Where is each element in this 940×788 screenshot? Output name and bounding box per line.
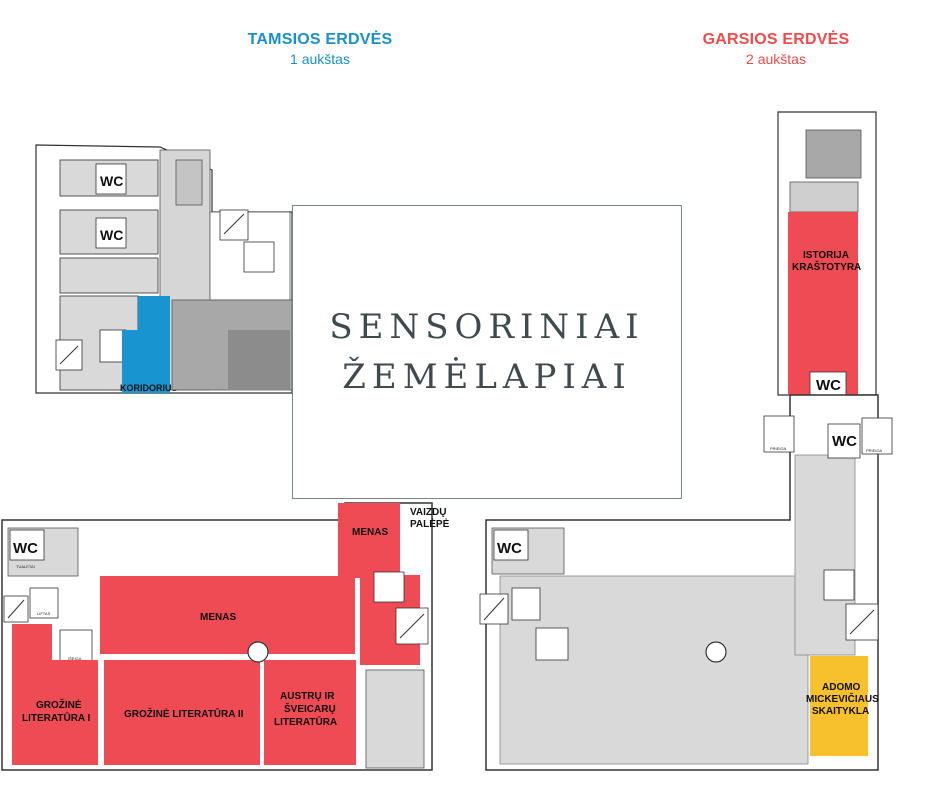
prieiga-label-1: PRIEIGA (770, 446, 787, 451)
grozine1-upper (12, 624, 52, 664)
loud-left-stairs-line-2 (399, 613, 425, 639)
loud-left-liftas: LIFTAS (37, 611, 51, 616)
loud-left-lift (29, 587, 59, 619)
grozine2-room (104, 660, 260, 765)
loud-tower-plan: ISTORIJA KRAŠTOTYRA WC (777, 111, 877, 396)
loud-left-grey-stair (365, 669, 425, 769)
dark-spaces-floor: 1 aukštas (290, 51, 350, 67)
exit-sign-top (243, 241, 275, 273)
adomo-label-a: ADOMO (822, 682, 861, 693)
title-box: SENSORINIAI ŽEMĖLAPIAI (292, 205, 682, 499)
right-wing-wc-label: WC (497, 540, 522, 557)
loud-left-stairs-line (7, 599, 25, 619)
krastotyra-label: KRAŠTOTYRA (792, 260, 861, 273)
right-wing-wc-sign (493, 529, 529, 561)
loud-spaces-title: GARSIOS ERDVĖS (702, 31, 850, 48)
adomo-label-c: SKAITYKLA (812, 706, 869, 717)
right-exit-sign (823, 569, 855, 601)
prieiga-label-2: PRIEIGA (866, 448, 883, 453)
koridorius-label: KORIDORIUS (120, 383, 178, 393)
tower-mid-room (789, 181, 859, 213)
title-line-1: SENSORINIAI (329, 307, 645, 347)
spiral-stair-right (705, 641, 727, 663)
right-wing-column (794, 454, 856, 656)
menas-tower-room (338, 503, 400, 578)
istorija-room (788, 212, 858, 395)
right-wing-exit (535, 627, 569, 661)
loud-floor-plan-right: WC PRIEIGA WC PRIEIGA ADOMO MICKEVIČIAUS… (479, 394, 893, 771)
dark-floor-plan: WC WC KORIDORIUS (35, 144, 293, 394)
wc-label-1: WC (100, 173, 123, 189)
grozine1-label-b: LITERATŪRA I (22, 712, 91, 724)
wc-label-2: WC (100, 227, 123, 243)
loud-left-wc-label: WC (13, 540, 38, 557)
dark-room-left (59, 257, 159, 294)
menas-hall-room (100, 576, 355, 654)
austru-label-c: LITERATŪRA (274, 716, 337, 728)
title-line-2: ŽEMĖLAPIAI (342, 357, 632, 397)
istorija-label: ISTORIJA (803, 250, 849, 261)
wc-sign-1 (95, 163, 127, 195)
tower-top-room (805, 129, 862, 179)
grozine2-label: GROŽINĖ LITERATŪRA II (124, 707, 244, 720)
wheelchair-sign-2 (861, 417, 893, 455)
vaizdu-label-1: VAIZDŲ (410, 507, 446, 518)
wc-sign-2 (95, 217, 127, 249)
adomo-room (810, 656, 868, 756)
tower-wc-label: WC (816, 377, 841, 394)
koridorius-room (122, 296, 170, 393)
loud-spaces-floor: 2 aukštas (746, 51, 806, 67)
loud-floor-plan-left: WC TUALETAI LIFTAS IŠEIGA MENAS GROŽINĖ … (1, 502, 450, 771)
stairs-sign-line (59, 345, 79, 365)
dark-stairs (175, 159, 203, 206)
stairs-sign-right-line (223, 213, 245, 235)
loud-left-exit-sign-2 (373, 571, 405, 603)
right-wing-lift (511, 587, 541, 621)
dark-spaces-header: TAMSIOS ERDVĖS 1 aukštas (220, 31, 420, 67)
loud-left-exit-sign (59, 629, 93, 663)
grozine1-room (12, 660, 98, 765)
menas-tower-label: MENAS (352, 527, 388, 538)
adomo-label-b: MICKEVIČIAUS (806, 692, 879, 705)
right-wc-sign (827, 423, 861, 459)
spiral-stair (247, 641, 269, 663)
right-wing-stairs-line (483, 597, 505, 621)
vaizdu-label-2: PALĖPĖ (410, 517, 450, 530)
austru-label-b: ŠVEICARŲ (284, 702, 336, 715)
loud-spaces-header: GARSIOS ERDVĖS 2 aukštas (676, 31, 876, 67)
right-wc-label: WC (832, 433, 857, 450)
austru-label-a: AUSTRŲ IR (280, 691, 335, 702)
dark-grey-inner (228, 330, 290, 390)
wheelchair-sign-1 (763, 415, 795, 453)
loud-left-wc-sign (9, 529, 45, 561)
menas-hall-label: MENAS (200, 612, 236, 623)
right-wing-main (499, 575, 809, 765)
grozine1-label-a: GROŽINĖ (36, 698, 82, 711)
dark-spaces-title: TAMSIOS ERDVĖS (247, 31, 393, 48)
loud-left-iseiga: IŠEIGA (68, 656, 82, 661)
right-stairs-line-2 (849, 609, 875, 635)
austru-room (264, 660, 356, 765)
loud-left-tualetai: TUALETAI (16, 564, 35, 569)
